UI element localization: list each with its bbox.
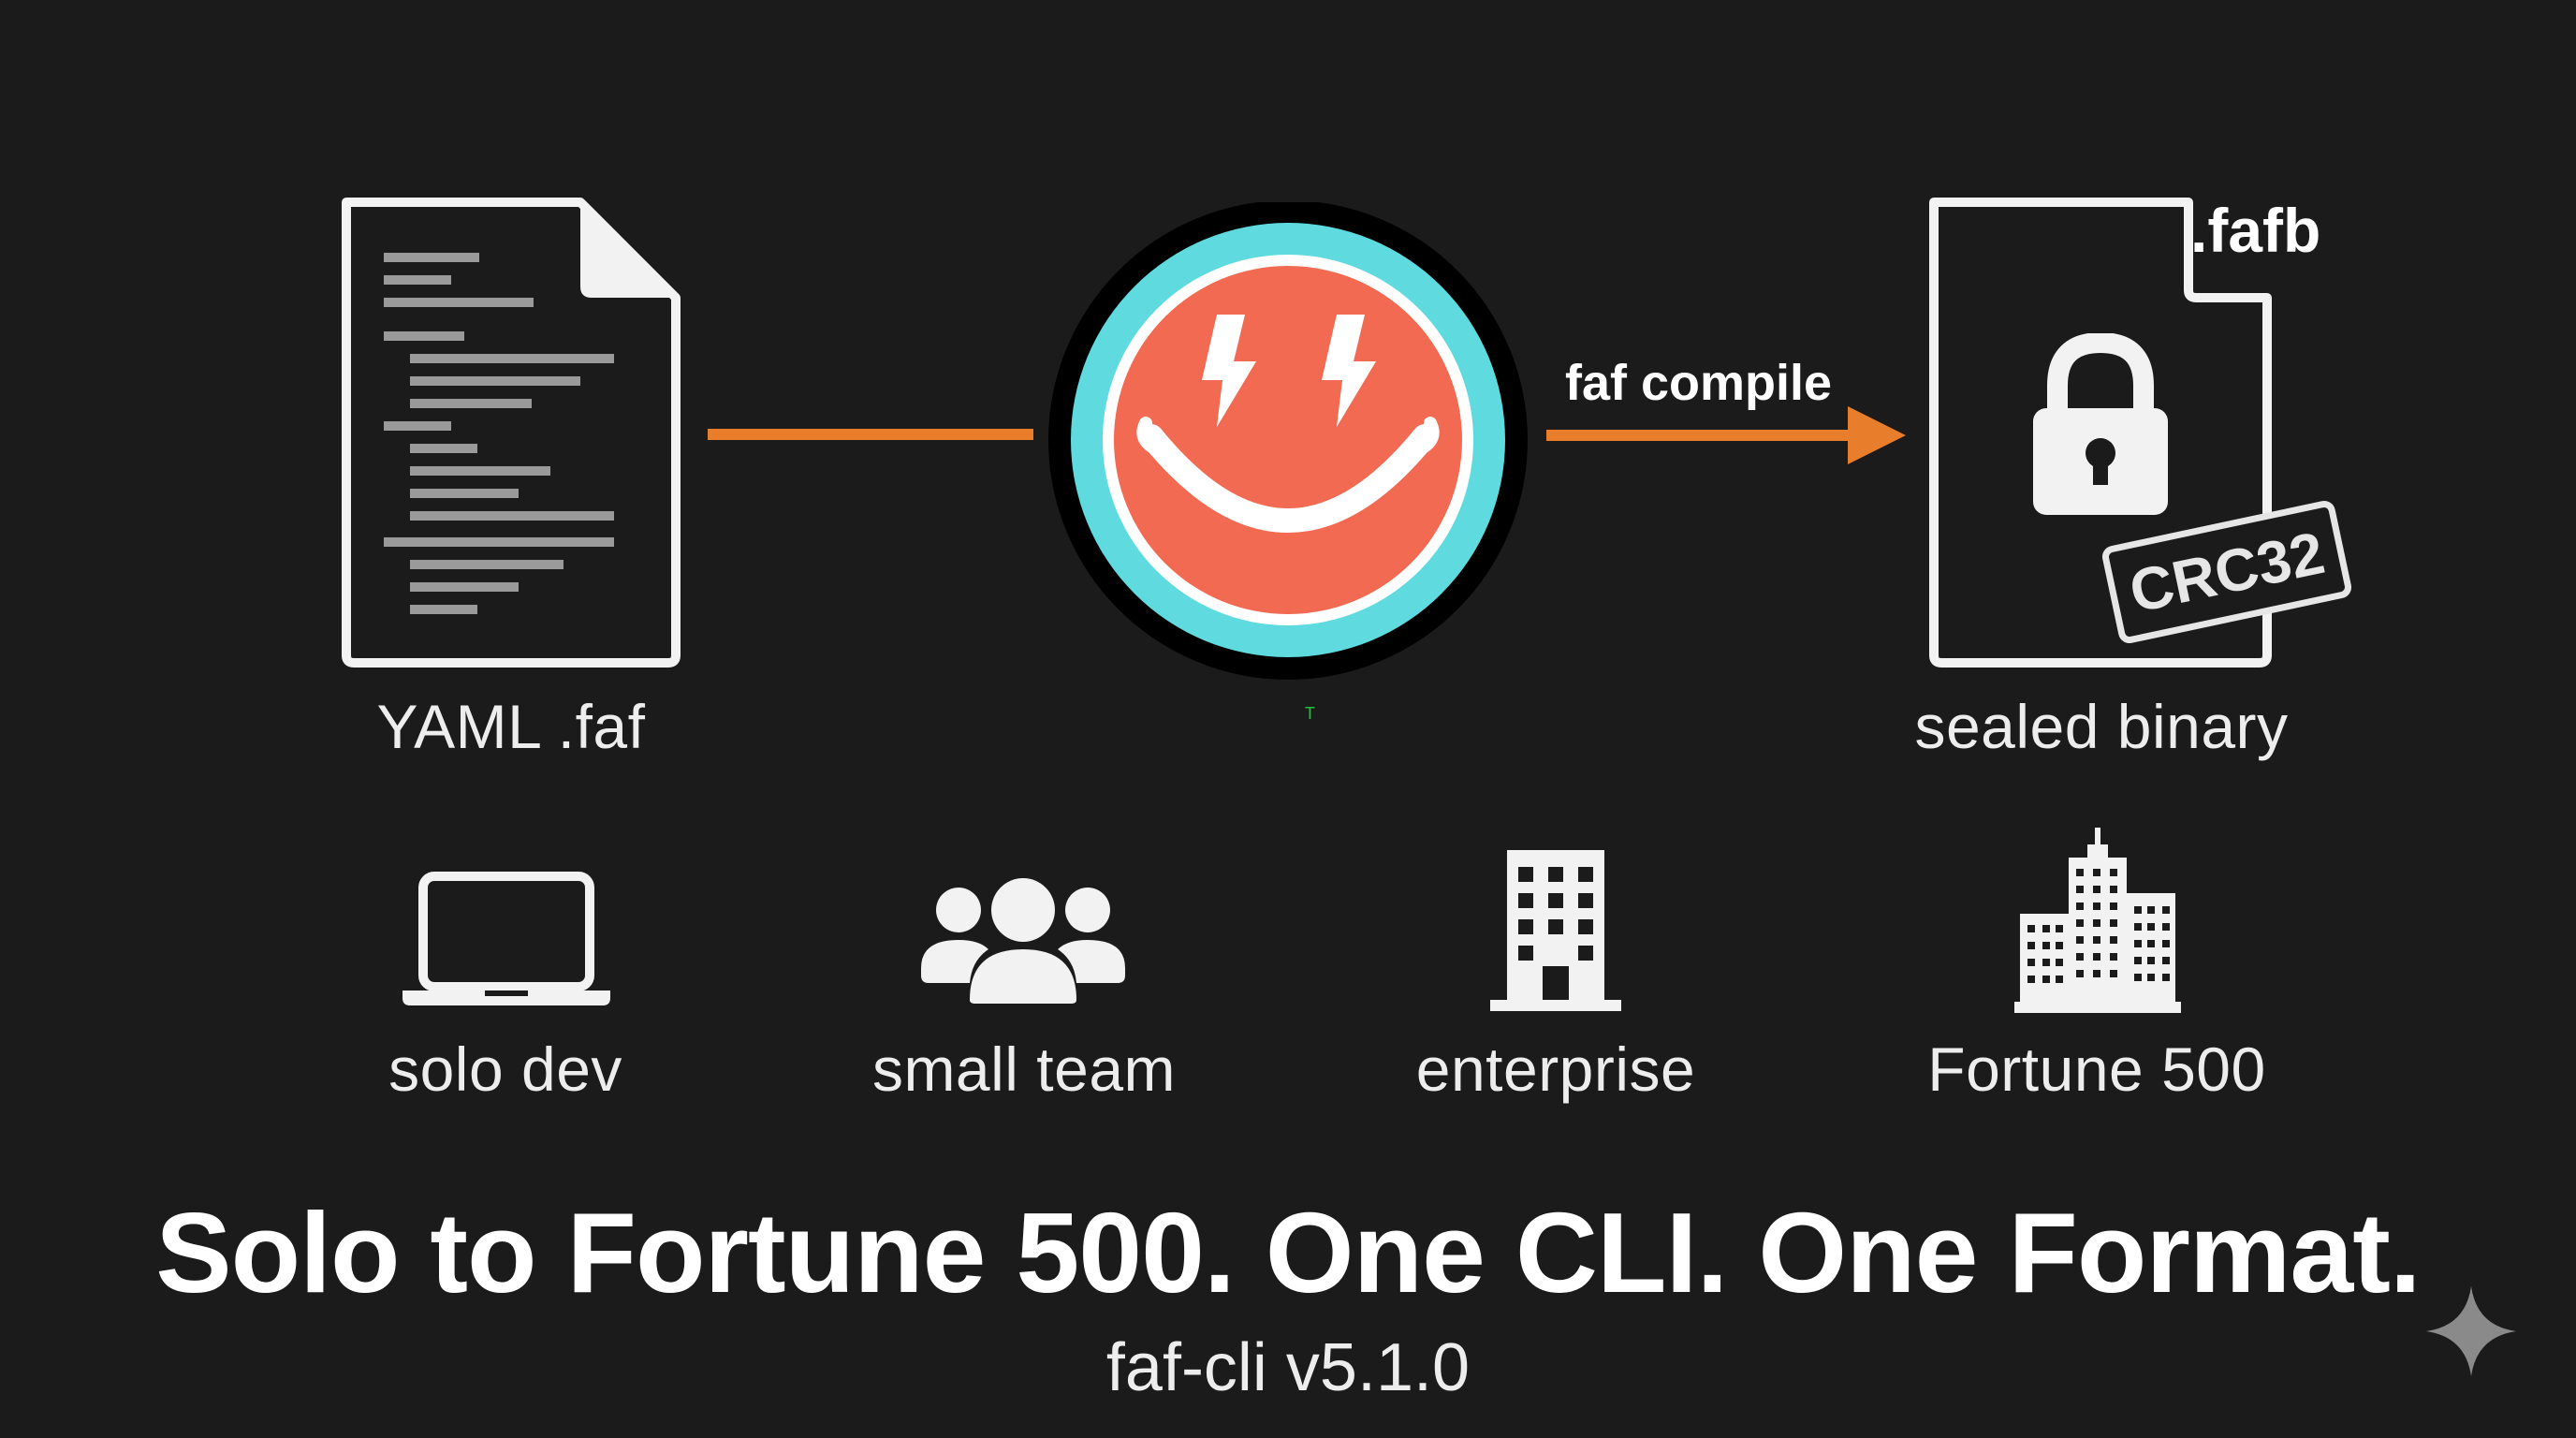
compile-arrow xyxy=(1546,406,1906,464)
tier-label-fortune500: Fortune 500 xyxy=(1927,1034,2266,1104)
tier-label-solo: solo dev xyxy=(388,1034,622,1104)
team-icon xyxy=(921,878,1125,1004)
tier-label-enterprise: enterprise xyxy=(1415,1034,1696,1104)
fafb-document-icon xyxy=(1929,198,2272,668)
skyline-icon xyxy=(2014,828,2181,1013)
fafb-extension-label: .fafb xyxy=(2190,196,2321,265)
tier-label-team: small team xyxy=(871,1034,1177,1104)
yaml-document-icon xyxy=(342,198,681,668)
sparkle-icon xyxy=(2426,1286,2516,1376)
stray-glyph: T xyxy=(1305,704,1315,724)
version-label: faf-cli v5.1.0 xyxy=(1105,1330,1471,1405)
laptop-icon xyxy=(402,872,610,1005)
compile-arrow-label: faf compile xyxy=(1565,355,1833,411)
target-label: sealed binary xyxy=(1914,692,2289,761)
connector-line xyxy=(708,429,1033,440)
headline: Solo to Fortune 500. One CLI. One Format… xyxy=(155,1189,2422,1316)
lock-icon xyxy=(2033,333,2168,515)
office-building-icon xyxy=(1490,850,1621,1011)
source-label: YAML .faf xyxy=(376,692,646,761)
lightning-smiley-logo xyxy=(1048,202,1528,680)
